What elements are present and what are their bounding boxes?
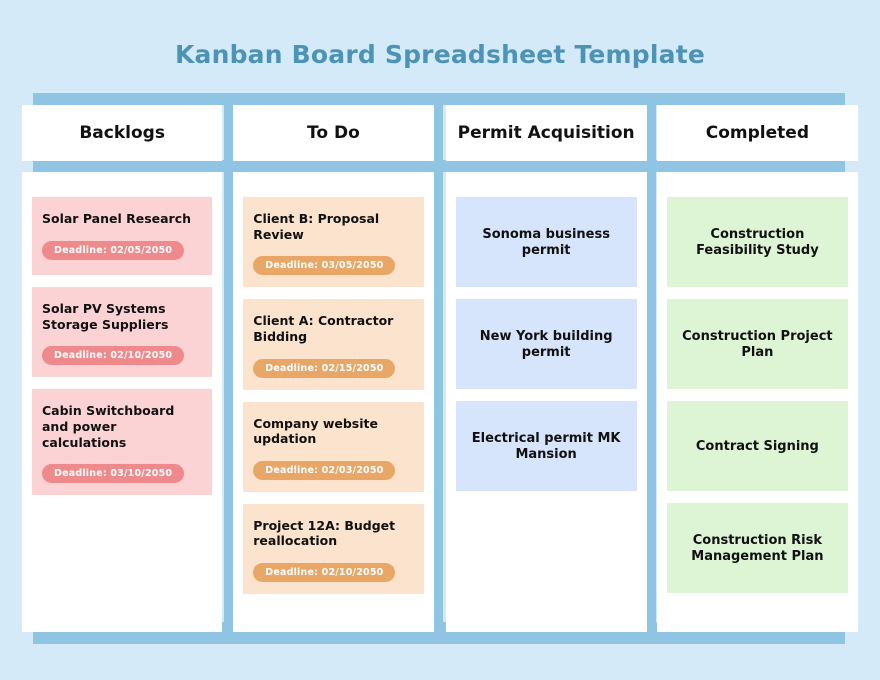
task-card[interactable]: Sonoma business permit — [455, 197, 637, 287]
deadline-badge: Deadline: 03/10/2050 — [42, 464, 185, 484]
task-card-title: Company website updation — [253, 415, 378, 447]
task-card-title: Construction Feasibility Study — [696, 226, 819, 258]
task-card-title: Cabin Switchboard and power calculations — [42, 403, 175, 450]
task-card-title: Solar PV Systems Storage Suppliers — [42, 301, 169, 332]
column-header-backlogs[interactable]: Backlogs — [22, 105, 223, 161]
column-header-label: To Do — [307, 123, 360, 143]
task-card-title: Sonoma business permit — [482, 226, 610, 258]
column-header-label: Backlogs — [79, 123, 165, 143]
column-header-to-do[interactable]: To Do — [233, 105, 434, 161]
task-card[interactable]: Construction Risk Management Plan — [666, 503, 848, 593]
deadline-badge: Deadline: 02/10/2050 — [42, 346, 185, 366]
column-header-label: Permit Acquisition — [457, 123, 635, 143]
task-card[interactable]: Cabin Switchboard and power calculations… — [32, 389, 213, 496]
deadline-badge: Deadline: 02/15/2050 — [253, 358, 396, 378]
deadline-badge: Deadline: 02/03/2050 — [253, 460, 396, 480]
task-card-title: New York building permit — [479, 328, 613, 360]
column-header-completed[interactable]: Completed — [656, 105, 858, 161]
deadline-badge: Deadline: 02/05/2050 — [42, 240, 185, 260]
task-card-title: Client A: Contractor Bidding — [253, 313, 394, 344]
task-card[interactable]: Contract Signing — [666, 401, 848, 491]
task-card[interactable]: Construction Feasibility Study — [666, 197, 848, 287]
task-card-title: Project 12A: Budget reallocation — [253, 517, 396, 549]
column-header-label: Completed — [705, 123, 809, 143]
task-card-title: Client B: Proposal Review — [253, 211, 380, 242]
column-gutter-3 — [647, 93, 656, 644]
task-card[interactable]: New York building permit — [455, 299, 637, 389]
task-card-title: Solar Panel Research — [42, 211, 192, 226]
task-card-title: Contract Signing — [695, 438, 819, 454]
deadline-badge: Deadline: 03/05/2050 — [253, 256, 396, 276]
deadline-badge: Deadline: 02/10/2050 — [253, 563, 396, 582]
page-title: Kanban Board Spreadsheet Template — [174, 40, 706, 69]
task-card[interactable]: Electrical permit MK Mansion — [455, 401, 637, 491]
column-gutter-2 — [434, 93, 443, 644]
task-card-title: Construction Project Plan — [682, 328, 833, 360]
column-headers-row: Backlogs To Do Permit Acquisition Comple… — [22, 105, 858, 161]
task-card-title: Electrical permit MK Mansion — [471, 430, 621, 462]
task-card-title: Construction Risk Management Plan — [691, 532, 824, 564]
column-gutter-1 — [224, 93, 233, 644]
task-card[interactable]: Construction Project Plan — [666, 299, 848, 389]
column-header-permit-acquisition[interactable]: Permit Acquisition — [445, 105, 647, 161]
